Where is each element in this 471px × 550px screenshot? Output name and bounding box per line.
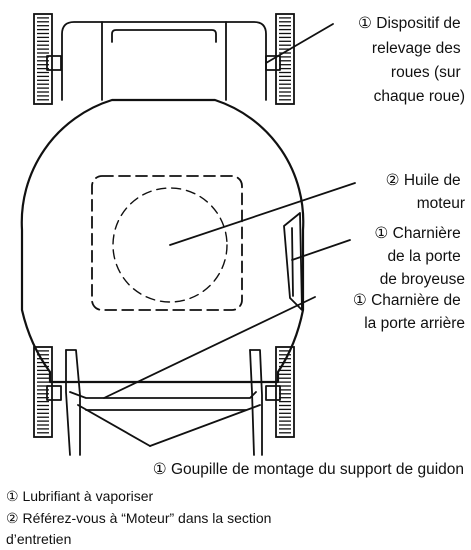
leader-engine-oil bbox=[169, 182, 356, 246]
callout-rear-door-hinge: ① Charnière de la porte arrière bbox=[353, 292, 465, 332]
leader-pin-left bbox=[77, 404, 151, 447]
mulch-door bbox=[283, 212, 303, 311]
engine-housing bbox=[91, 175, 243, 311]
tire-tread-rear-left bbox=[37, 350, 49, 434]
leader-pin-right bbox=[149, 404, 261, 447]
rear-handle-brackets bbox=[65, 349, 263, 456]
engine-cover bbox=[61, 21, 267, 101]
leader-rear-hinge bbox=[103, 296, 316, 399]
legend-item-engine: ② Référez-vous à “Moteur” dans la sectio… bbox=[6, 510, 271, 526]
legend-item-spray: ① Lubrifiant à vaporiser bbox=[6, 488, 154, 504]
callout-wheel-lift: ① Dispositif de relevage des roues (sur … bbox=[358, 15, 465, 105]
engine-oil-location bbox=[112, 187, 228, 303]
tire-tread-rear-right bbox=[279, 350, 291, 434]
tire-tread-front-right bbox=[279, 17, 291, 101]
tire-tread-front-left bbox=[37, 17, 49, 101]
front-right-wheel bbox=[265, 13, 295, 105]
front-left-wheel bbox=[33, 13, 62, 105]
rear-left-wheel bbox=[33, 346, 62, 438]
mower-deck bbox=[20, 98, 305, 384]
callout-mulch-door-hinge: ① Charnière de la porte de broyeuse bbox=[374, 225, 465, 288]
callout-engine-oil: ② Huile de moteur bbox=[386, 172, 465, 212]
callout-handle-pin: ① Goupille de montage du support de guid… bbox=[153, 461, 464, 478]
leader-wheel-lift bbox=[265, 23, 334, 64]
rear-right-wheel bbox=[265, 346, 295, 438]
leader-mulch-hinge bbox=[291, 239, 351, 261]
legend-item-engine-cont: d’entretien bbox=[6, 531, 71, 547]
